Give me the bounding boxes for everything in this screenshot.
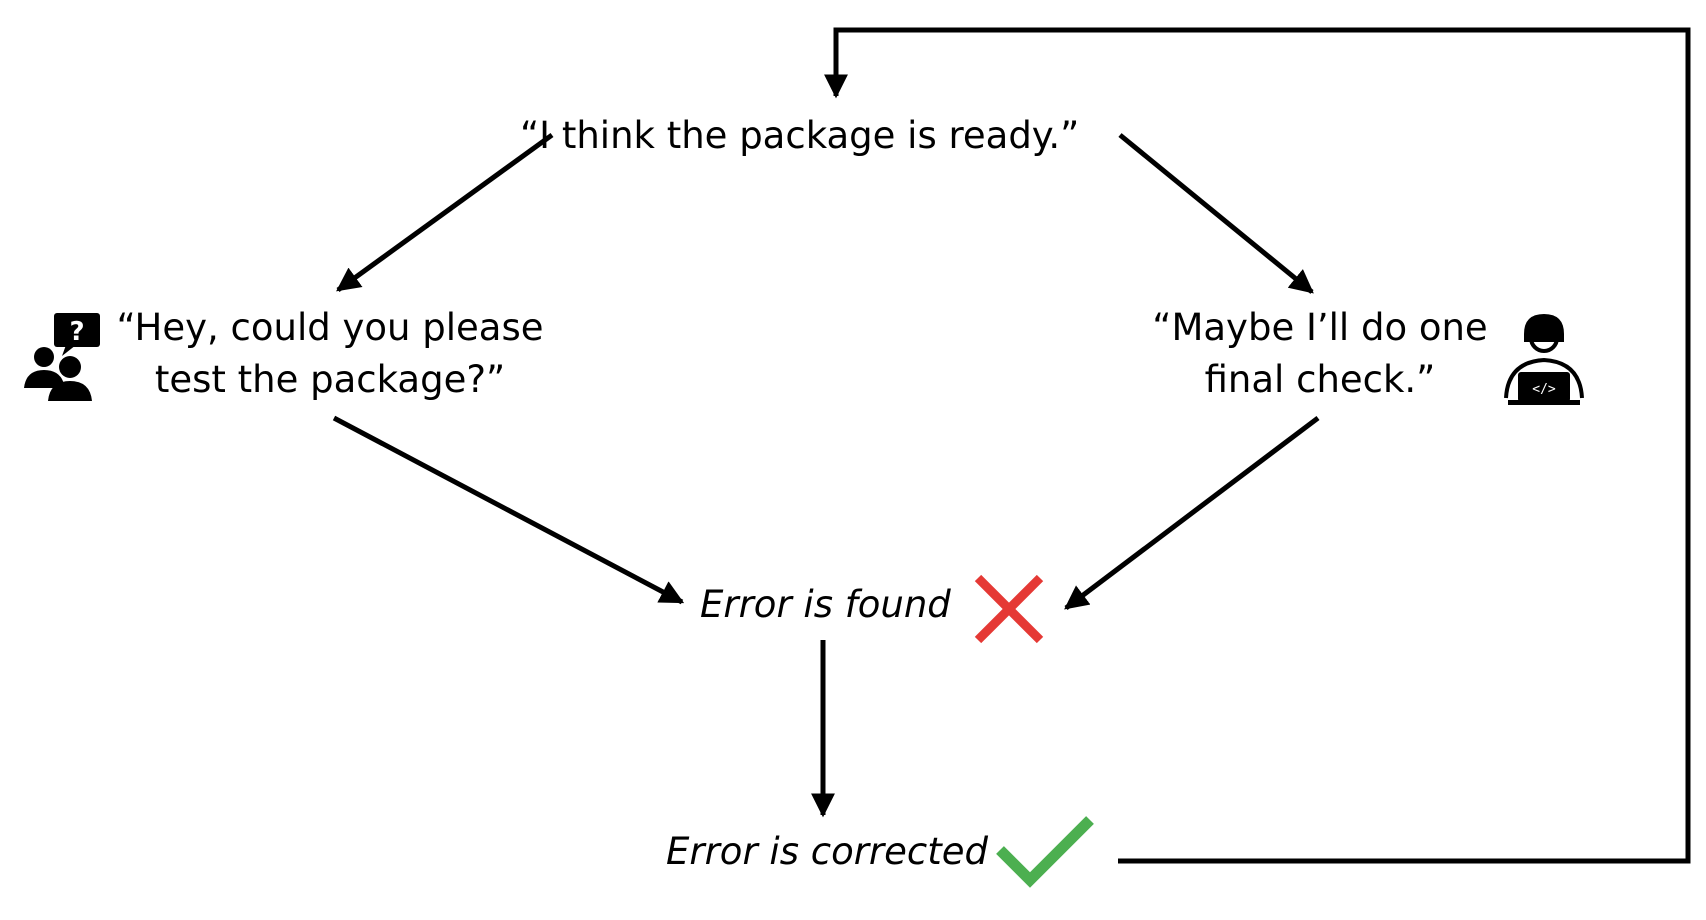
node-check-line-2: final check.” xyxy=(1204,358,1436,401)
node-ask-line-2: test the package?” xyxy=(154,358,506,401)
node-ready: “I think the package is ready.” xyxy=(520,114,1080,157)
node-ask-line-1: “Hey, could you please xyxy=(116,306,544,349)
developer-laptop-icon: </> xyxy=(1504,314,1584,405)
arrow-ready-to-ask xyxy=(336,132,554,293)
svg-text:?: ? xyxy=(69,317,84,347)
arrow-corrected-loop-back xyxy=(824,27,1691,864)
node-ask-tester: “Hey, could you please test the package?… xyxy=(100,302,560,406)
arrow-ready-to-check xyxy=(1118,133,1314,294)
arrow-ask-to-found xyxy=(332,415,685,605)
node-check-line-1: “Maybe I’ll do one xyxy=(1152,306,1488,349)
green-check-icon xyxy=(996,816,1094,888)
red-cross-icon xyxy=(974,574,1044,644)
svg-text:</>: </> xyxy=(1532,382,1556,397)
arrow-check-to-found xyxy=(1064,416,1320,610)
people-question-icon: ? xyxy=(24,313,100,401)
node-error-found: Error is found xyxy=(700,583,951,626)
node-error-corrected: Error is corrected xyxy=(666,830,988,873)
node-final-check: “Maybe I’ll do one final check.” xyxy=(1120,302,1520,406)
